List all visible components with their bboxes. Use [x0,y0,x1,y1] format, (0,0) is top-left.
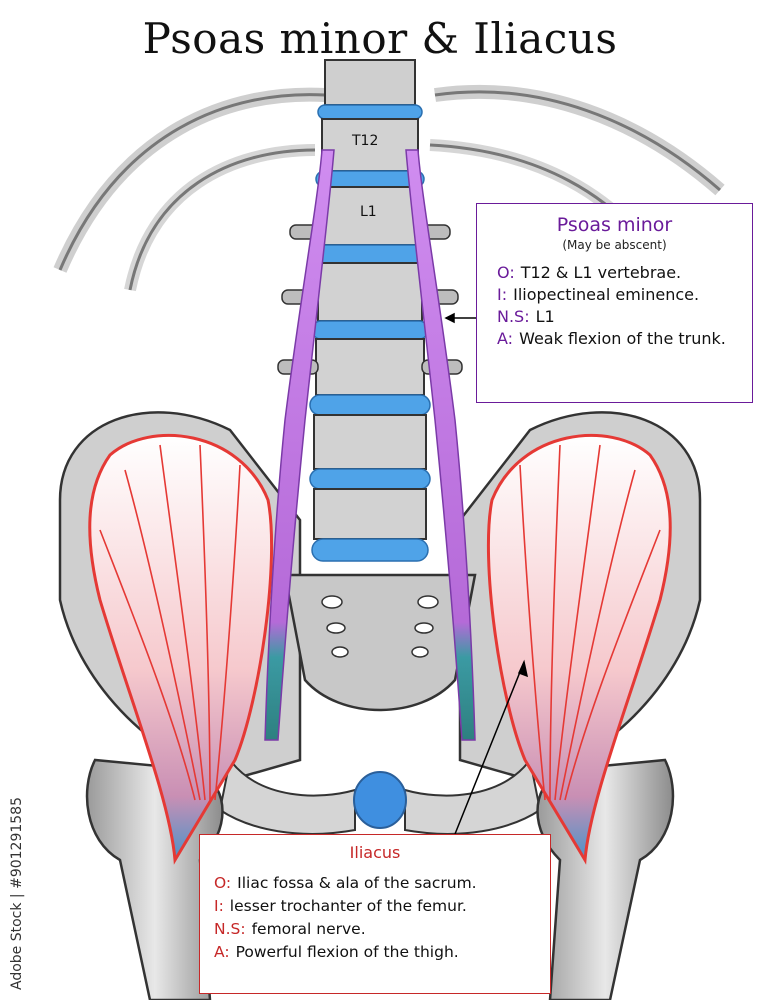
row-key: I: [497,285,508,304]
row-key: A: [497,329,514,348]
iliacus-title: Iliacus [349,843,401,862]
sacrum [283,573,477,712]
psoas-minor-info-box: Psoas minor (May be abscent) O: T12 & L1… [476,203,753,403]
vertebra-label-l1: L1 [360,204,377,220]
row-value: Iliopectineal eminence. [513,285,700,304]
psoas-minor-muscle [264,149,476,741]
iliacus-row-insertion: I: lesser trochanter of the femur. [200,895,550,918]
psoas-minor-title: Psoas minor [556,214,673,236]
row-key: A: [214,943,230,961]
psoas-minor-subtitle: (May be abscent) [562,238,667,252]
iliacus-info-box: Iliacus O: Iliac fossa & ala of the sacr… [199,834,551,994]
iliacus-muscle-left [88,434,274,865]
stock-credit-watermark: Adobe Stock | #901291585 [9,797,25,990]
iliacus-row-action: A: Powerful flexion of the thigh. [200,941,550,964]
iliacus-muscle-right [486,434,672,865]
spine [277,59,463,562]
row-value: lesser trochanter of the femur. [229,897,467,915]
psoas-row-action: A: Weak flexion of the trunk. [477,328,752,350]
psoas-row-insertion: I: Iliopectineal eminence. [477,284,752,306]
row-value: Iliac fossa & ala of the sacrum. [237,874,477,892]
row-key: O: [214,874,232,892]
row-value: Weak flexion of the trunk. [519,329,726,348]
row-value: L1 [535,307,555,326]
row-value: T12 & L1 vertebrae. [520,263,682,282]
iliacus-row-nerve: N.S: femoral nerve. [200,918,550,941]
pointer-lines [444,312,529,835]
row-key: N.S: [214,920,246,938]
row-key: O: [497,263,515,282]
row-key: N.S: [497,307,530,326]
ribs [53,84,725,292]
page-title: Psoas minor & Iliacus [142,14,618,63]
psoas-row-origin: O: T12 & L1 vertebrae. [477,262,752,284]
row-value: femoral nerve. [251,920,366,938]
vertebra-label-t12: T12 [352,133,379,149]
iliacus-row-origin: O: Iliac fossa & ala of the sacrum. [200,872,550,895]
credit-text: Adobe Stock | #901291585 [9,797,25,990]
row-key: I: [214,897,224,915]
row-value: Powerful flexion of the thigh. [235,943,459,961]
psoas-row-nerve: N.S: L1 [477,306,752,328]
